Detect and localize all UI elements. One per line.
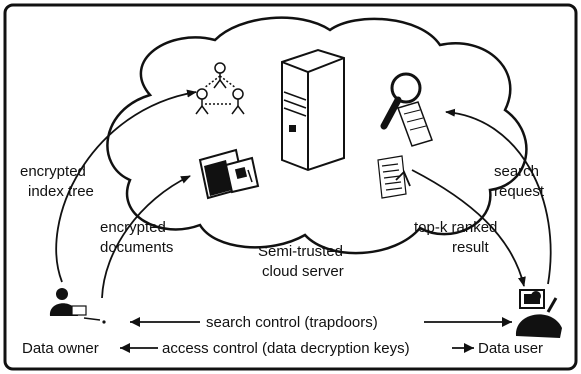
tree-icon [195, 62, 245, 115]
label-encrypted-index-tree-line1: encrypted [20, 163, 86, 180]
magnifier-icon [380, 72, 433, 147]
arrow-search-control-left-head [130, 317, 140, 327]
label-data-owner: Data owner [22, 340, 99, 357]
label-encrypted-documents-line1: encrypted [100, 219, 166, 236]
server-icon [281, 48, 345, 172]
arrow-access-control-right-head [464, 343, 474, 353]
label-cloud-server-line1: Semi-trusted [258, 243, 343, 260]
arrow-topk-result [411, 169, 526, 287]
label-encrypted-index-tree-line2: index tree [28, 183, 94, 200]
label-encrypted-documents-line2: documents [100, 239, 173, 256]
label-access-control: access control (data decryption keys) [162, 340, 410, 357]
label-search-request-line1: search [494, 163, 539, 180]
result-list-icon [377, 155, 411, 199]
person-at-computer-icon [515, 289, 562, 338]
arrow-owner-to-index [55, 89, 197, 283]
label-search-control: search control (trapdoors) [206, 314, 378, 331]
arrow-search-request [445, 108, 552, 285]
label-data-user: Data user [478, 340, 543, 357]
arrow-search-control-right-head [502, 317, 512, 327]
label-topk-result-line1: top-k ranked [414, 219, 497, 236]
label-cloud-server-line2: cloud server [262, 263, 344, 280]
documents-icon [198, 148, 260, 200]
label-search-request-line2: request [494, 183, 545, 200]
arrow-owner-to-documents [101, 175, 191, 299]
label-topk-result-line2: result [452, 239, 490, 256]
person-icon [49, 288, 106, 324]
diagram-border [3, 3, 578, 371]
arrow-access-control-left-head [120, 343, 130, 353]
